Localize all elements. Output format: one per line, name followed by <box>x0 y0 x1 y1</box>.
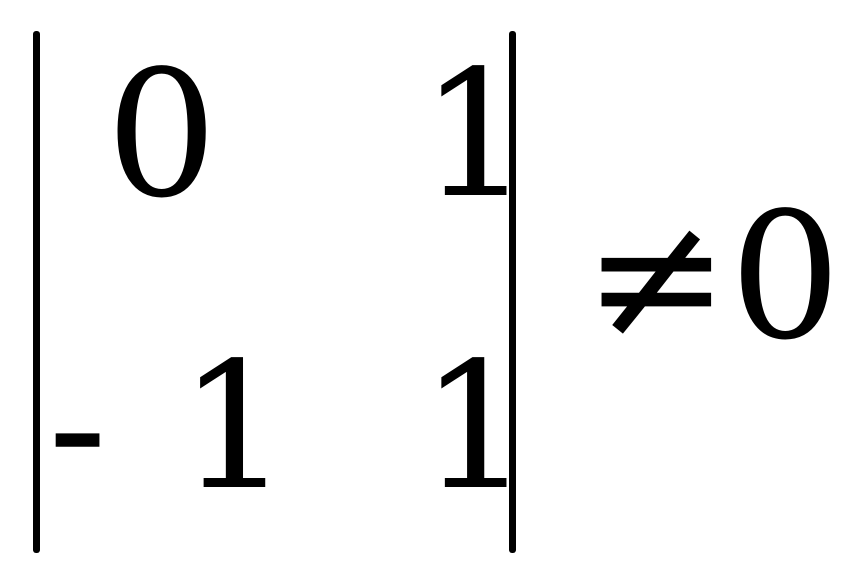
matrix-cell-r2c2: 1 <box>420 326 532 529</box>
determinant-right-bar <box>509 31 516 553</box>
matrix-cell-r2c1: - 1 <box>48 326 299 529</box>
not-equal-expression: ≠0 <box>583 190 841 365</box>
rhs-value: 0 <box>729 176 841 379</box>
determinant-left-bar <box>33 31 40 553</box>
not-equal-symbol: ≠ <box>583 176 730 379</box>
matrix-cell-r1c2: 1 <box>420 34 532 237</box>
matrix-cell-r1c1: 0 <box>106 34 218 237</box>
